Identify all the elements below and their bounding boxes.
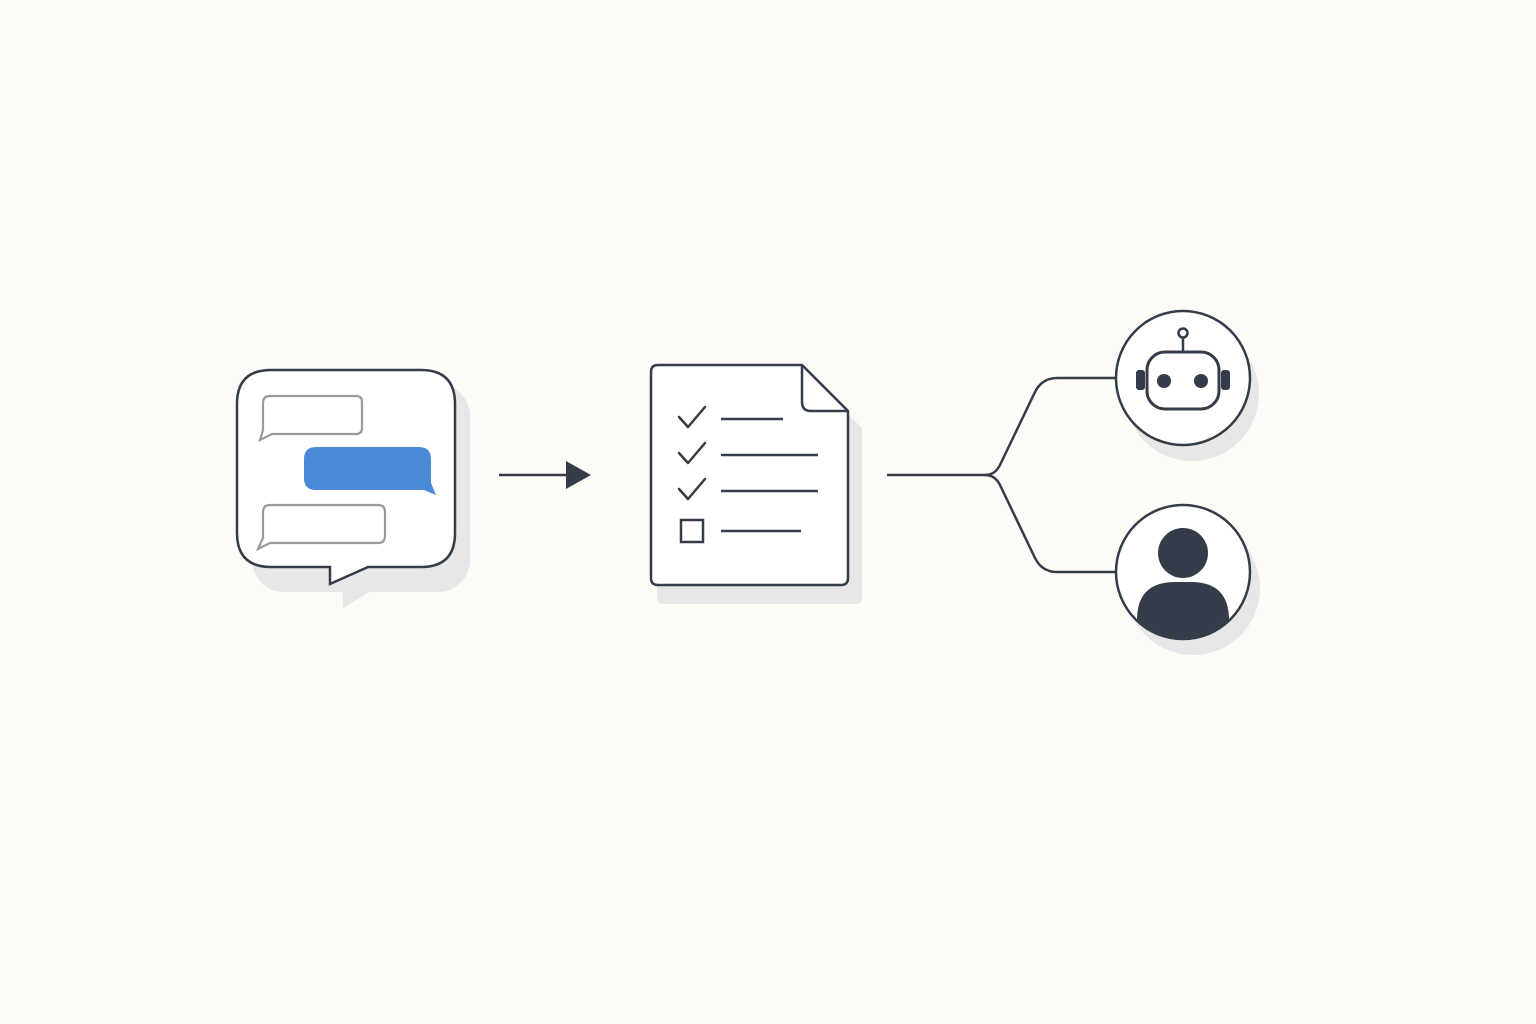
robot-eye-left — [1157, 374, 1171, 388]
checklist-item — [677, 477, 818, 501]
person-node-outline — [1114, 503, 1252, 641]
person-icon — [1114, 503, 1260, 655]
checklist-page-fold — [800, 365, 848, 413]
empty-checkbox-icon — [679, 518, 705, 544]
checkmark-icon — [677, 441, 707, 465]
checklist-item — [679, 518, 801, 544]
chat-message-incoming-2 — [255, 503, 387, 552]
checklist-item — [677, 441, 818, 465]
arrow-chat-to-checklist — [499, 461, 591, 489]
robot-icon — [1114, 309, 1259, 461]
robot-antenna-tip — [1177, 327, 1189, 339]
checklist-page — [649, 363, 850, 587]
arrowhead — [566, 461, 591, 489]
robot-ear-left — [1136, 370, 1145, 390]
checkmark-icon — [677, 477, 707, 501]
checklist-document-icon — [649, 363, 862, 604]
robot-head — [1145, 350, 1221, 411]
chat-message-incoming-1 — [258, 394, 364, 443]
connector-to-robot — [887, 376, 1116, 477]
checkmark-icon — [677, 405, 707, 429]
person-head — [1158, 528, 1208, 578]
robot-ear-right — [1221, 370, 1230, 390]
robot-eye-right — [1194, 374, 1208, 388]
branch-connector — [887, 376, 1116, 574]
chat-bubbles-icon — [235, 368, 470, 608]
person-body — [1137, 582, 1229, 638]
chat-message-outgoing — [304, 447, 436, 495]
connector-to-person — [984, 473, 1116, 574]
checklist-item — [677, 405, 783, 429]
